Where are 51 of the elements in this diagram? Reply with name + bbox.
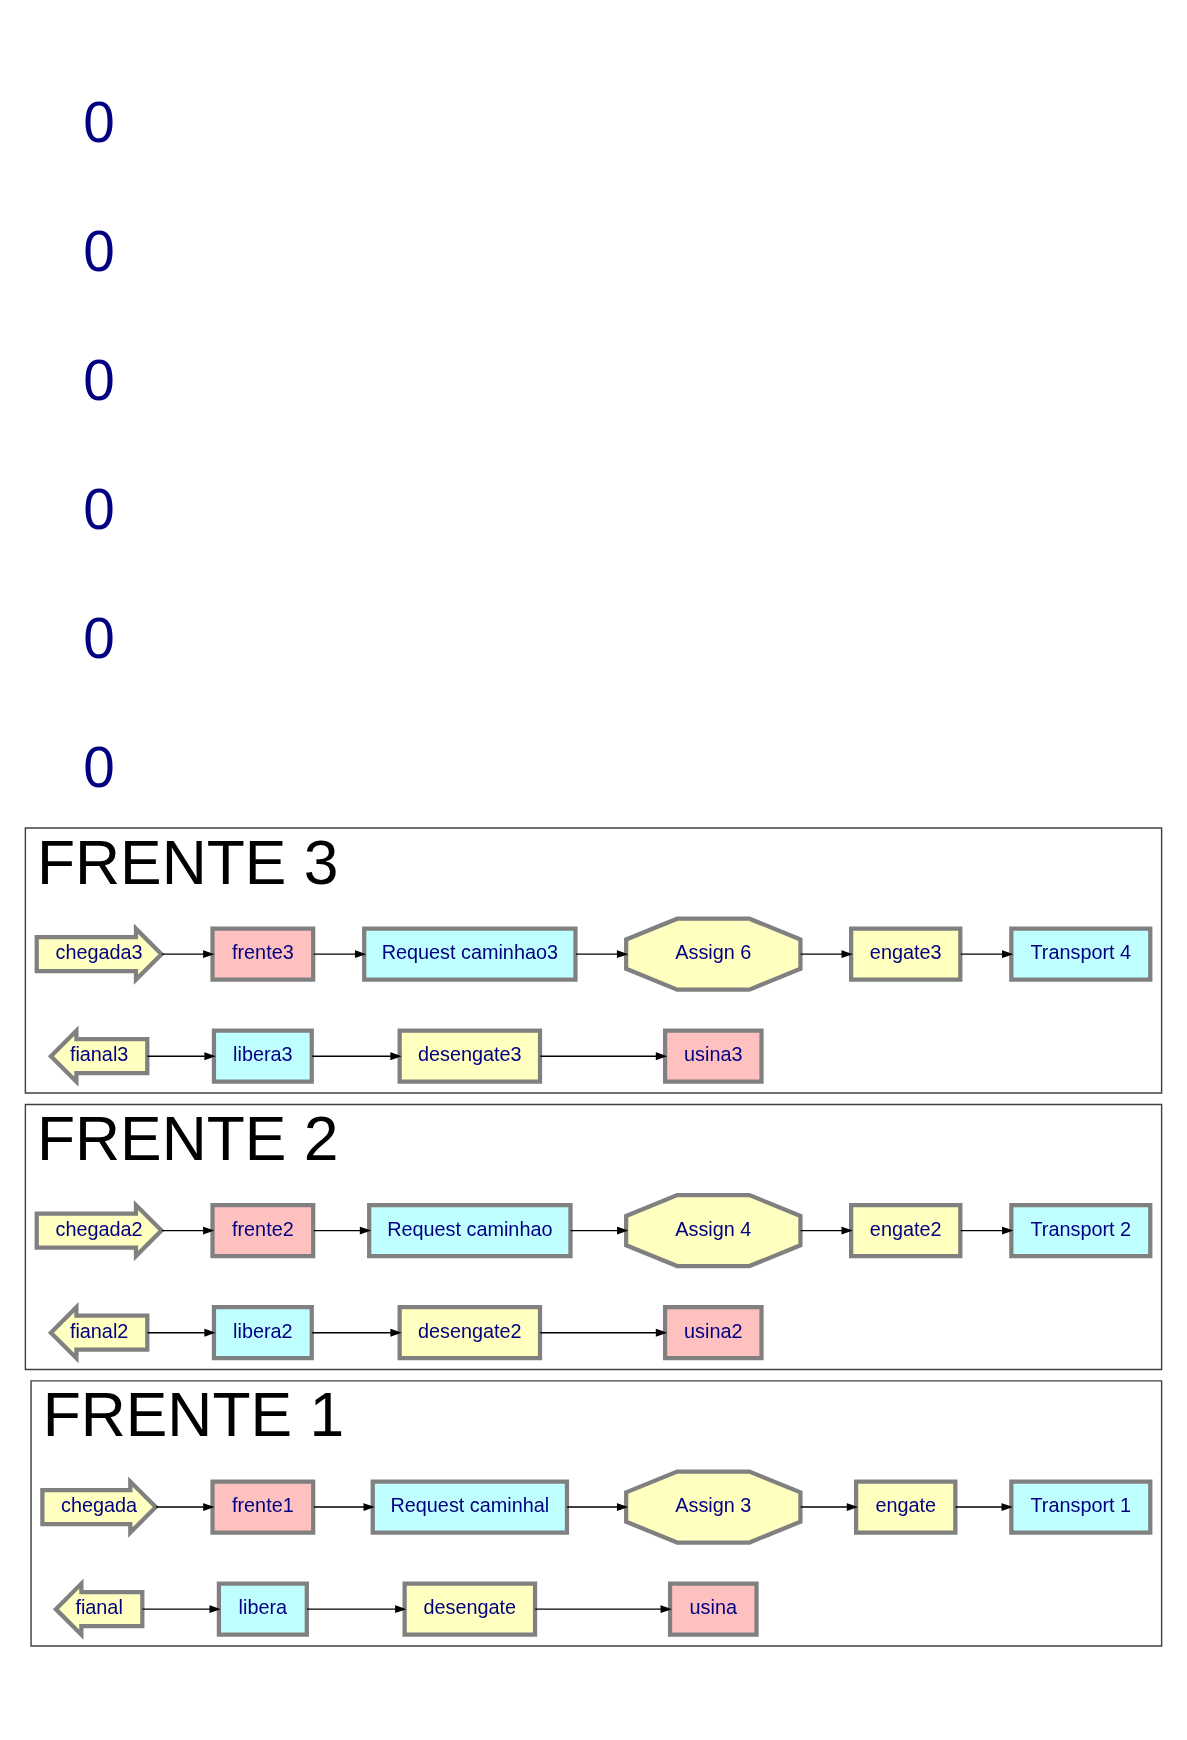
arrow: [539, 1051, 668, 1060]
arrow: [146, 1051, 216, 1060]
arrow: [146, 1328, 216, 1337]
node-box: frente3: [210, 926, 316, 982]
node-box: Transport 4: [1009, 926, 1153, 982]
node-box: usina: [667, 1581, 759, 1637]
arrow: [161, 949, 215, 958]
node-box: Request caminhao3: [362, 926, 578, 982]
label: 0: [83, 90, 115, 154]
arrow: [569, 1226, 629, 1235]
arrow: [311, 1051, 402, 1060]
node-box: engate3: [849, 926, 963, 982]
arrow: [575, 949, 629, 958]
arrow: [141, 1604, 221, 1613]
node-box: frente1: [210, 1478, 316, 1535]
arrow: [799, 949, 853, 958]
node-box: engate2: [849, 1202, 963, 1258]
arrow: [799, 1502, 859, 1511]
arrow: [313, 1502, 375, 1511]
arrow: [566, 1502, 629, 1511]
node-box: desengate: [402, 1581, 538, 1637]
arrow: [539, 1328, 668, 1337]
node-box: Request caminhal: [370, 1478, 570, 1535]
node-box: libera: [216, 1581, 309, 1637]
node-box: Transport 2: [1009, 1202, 1153, 1258]
arrow: [954, 1502, 1013, 1511]
node-box: desengate2: [397, 1304, 543, 1360]
node-box: libera3: [211, 1028, 314, 1084]
arrow: [960, 1226, 1014, 1235]
node-box: frente2: [210, 1202, 316, 1258]
label: 0: [83, 219, 115, 283]
arrow: [799, 1226, 853, 1235]
node-box: Request caminhao: [367, 1202, 573, 1258]
label: 0: [83, 606, 115, 670]
arrow: [313, 1226, 372, 1235]
label: 0: [83, 477, 115, 541]
arrow: [534, 1604, 672, 1613]
arrow: [161, 1226, 215, 1235]
arrow: [311, 1328, 402, 1337]
arrow: [155, 1502, 215, 1511]
node-box: usina3: [662, 1028, 764, 1084]
label: 0: [83, 348, 115, 412]
node-box: Transport 1: [1009, 1478, 1153, 1535]
node-box: usina2: [662, 1304, 764, 1360]
arrow: [306, 1604, 407, 1613]
node-box: libera2: [211, 1304, 314, 1360]
node-box: engate: [853, 1478, 958, 1535]
arrow: [960, 949, 1014, 958]
arrow: [313, 949, 367, 958]
node-box: desengate3: [397, 1028, 543, 1084]
label: 0: [83, 735, 115, 799]
